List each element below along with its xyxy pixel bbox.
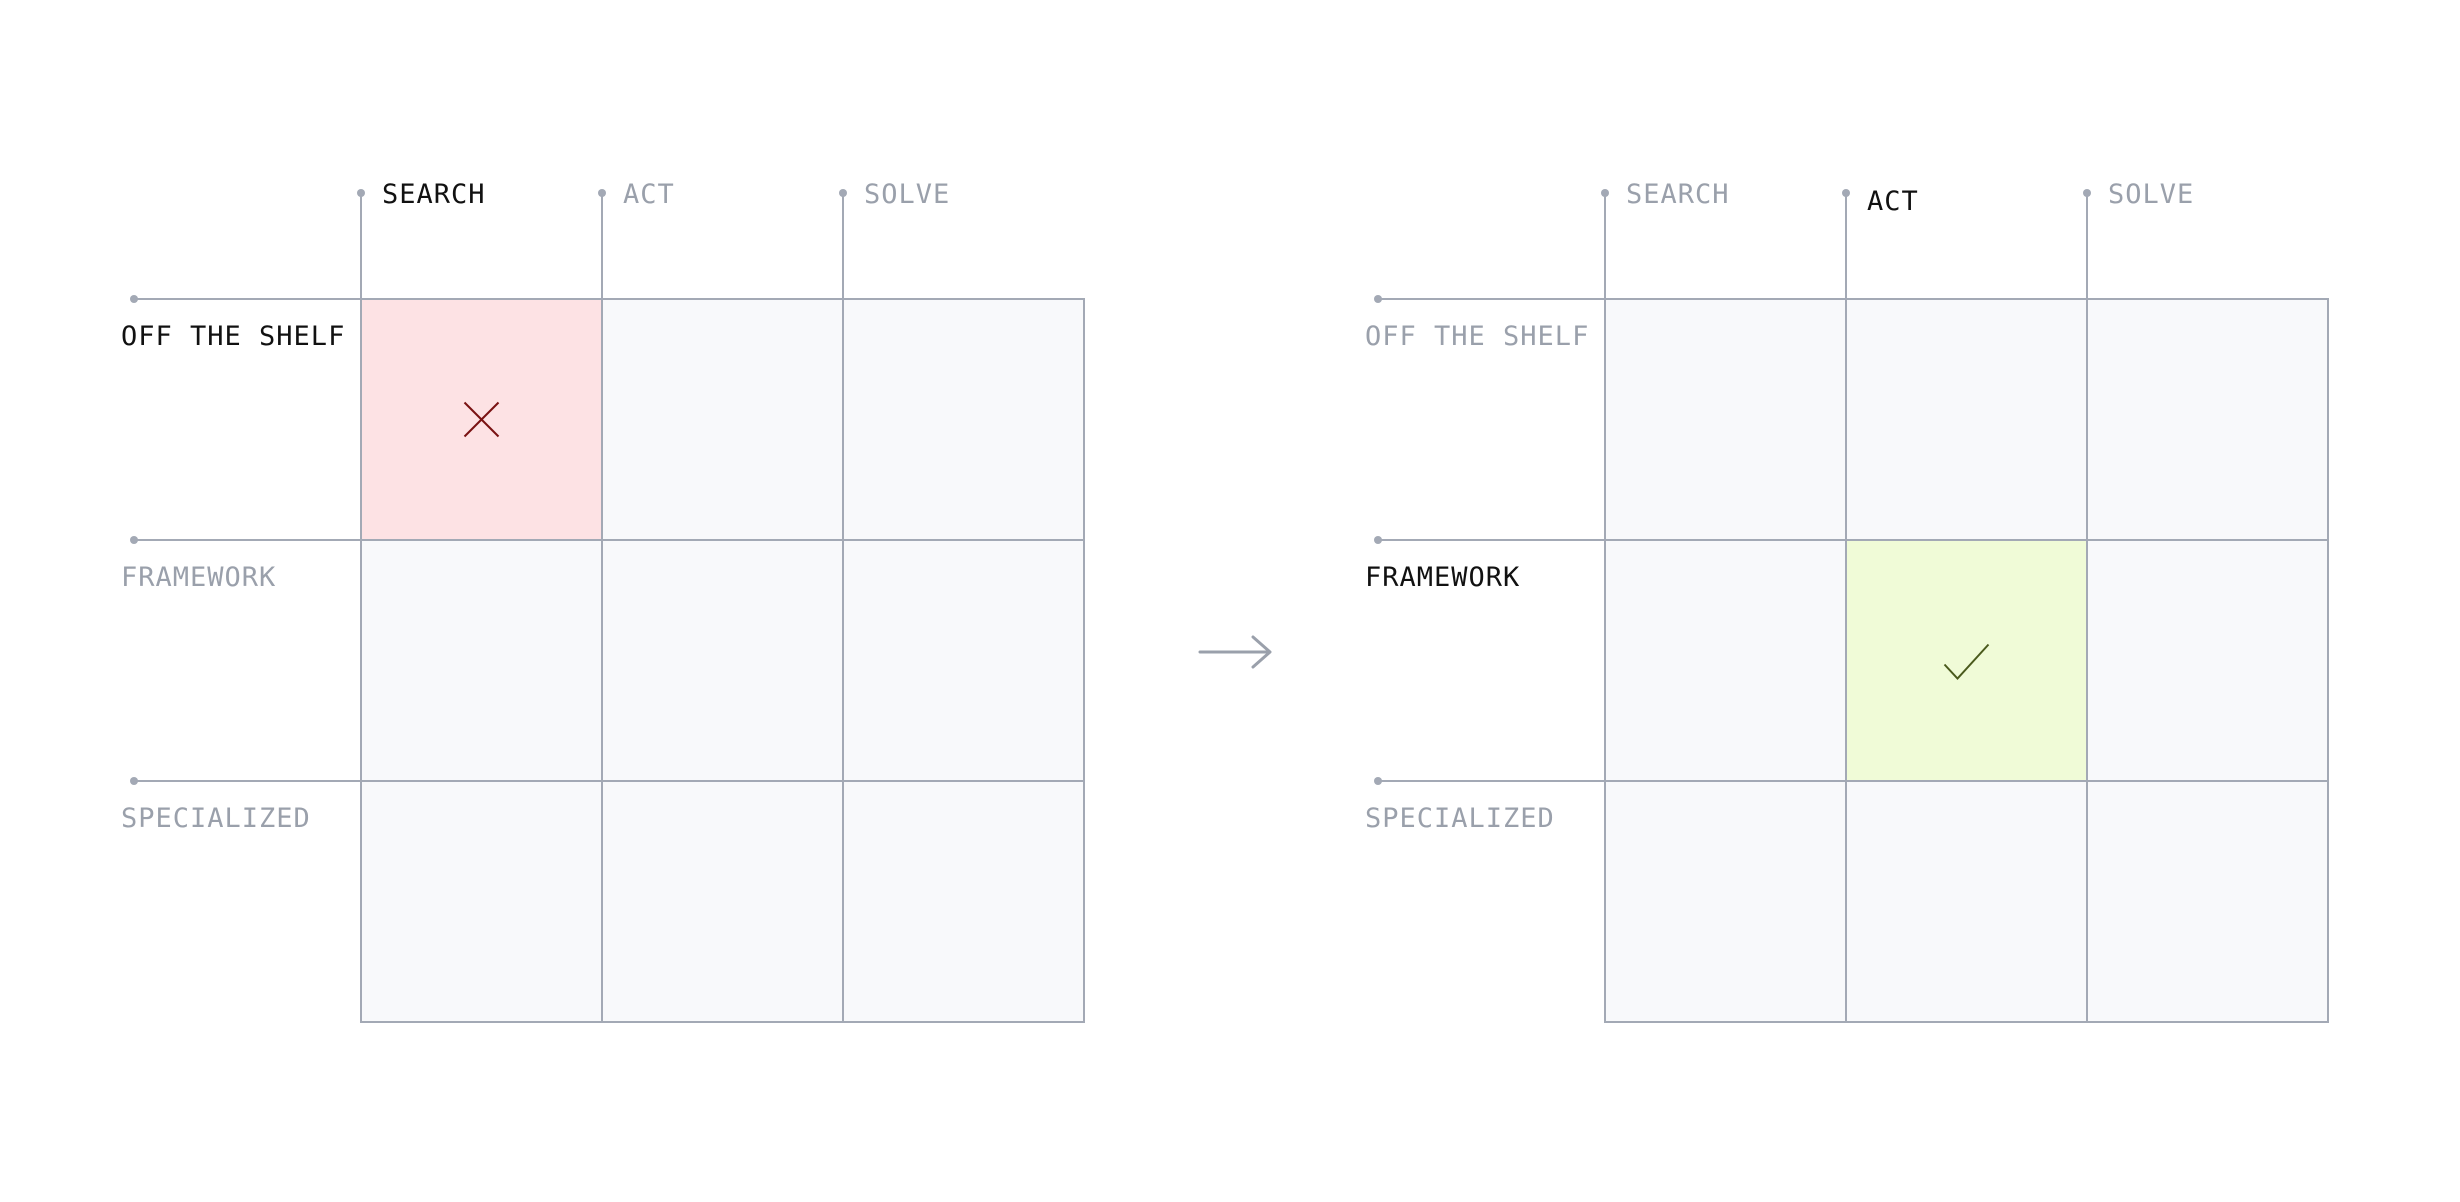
- left-row-label-specialized: SPECIALIZED: [121, 803, 311, 834]
- left-cell: [602, 540, 843, 781]
- left-row-label-framework: FRAMEWORK: [121, 562, 277, 593]
- left-col-label-act: ACT: [623, 179, 675, 210]
- left-cell: [361, 540, 602, 781]
- left-column-dot: [598, 189, 606, 197]
- left-row-label-off-the-shelf: OFF THE SHELF: [121, 321, 346, 352]
- right-cell: [1605, 781, 1846, 1022]
- right-cell: [2087, 540, 2328, 781]
- right-cell: [1605, 299, 1846, 540]
- left-row-dot: [130, 295, 138, 303]
- right-col-label-search: SEARCH: [1626, 179, 1730, 210]
- arrow-right-stroke: [1251, 635, 1272, 669]
- right-row-dot: [1374, 777, 1382, 785]
- left-column-dot: [839, 189, 847, 197]
- left-col-label-search: SEARCH: [382, 179, 486, 210]
- arrow-right-icon: [1198, 635, 1272, 669]
- right-cell: [1846, 781, 2087, 1022]
- right-row-label-specialized: SPECIALIZED: [1365, 803, 1555, 834]
- right-column-dot: [1601, 189, 1609, 197]
- left-row-dot: [130, 536, 138, 544]
- right-column-dot: [2083, 189, 2091, 197]
- left-row-dot: [130, 777, 138, 785]
- x-icon-stroke: [463, 401, 500, 438]
- left-cell: [361, 781, 602, 1022]
- right-column-dot: [1842, 189, 1850, 197]
- right-col-label-act: ACT: [1867, 186, 1919, 217]
- left-cell: [843, 781, 1084, 1022]
- right-cell: [2087, 781, 2328, 1022]
- right-row-dot: [1374, 536, 1382, 544]
- right-cell: [1605, 540, 1846, 781]
- left-cell: [602, 781, 843, 1022]
- right-row-label-framework: FRAMEWORK: [1365, 562, 1521, 593]
- right-row-dot: [1374, 295, 1382, 303]
- check-icon: [1943, 643, 1990, 680]
- left-col-label-solve: SOLVE: [864, 179, 951, 210]
- left-cell: [843, 299, 1084, 540]
- left-cell: [602, 299, 843, 540]
- right-row-label-off-the-shelf: OFF THE SHELF: [1365, 321, 1590, 352]
- x-icon: [463, 401, 500, 438]
- left-column-dot: [357, 189, 365, 197]
- left-cell: [843, 540, 1084, 781]
- right-highlight-cell: [1846, 540, 2087, 781]
- right-cell: [2087, 299, 2328, 540]
- right-cell: [1846, 299, 2087, 540]
- right-col-label-solve: SOLVE: [2108, 179, 2195, 210]
